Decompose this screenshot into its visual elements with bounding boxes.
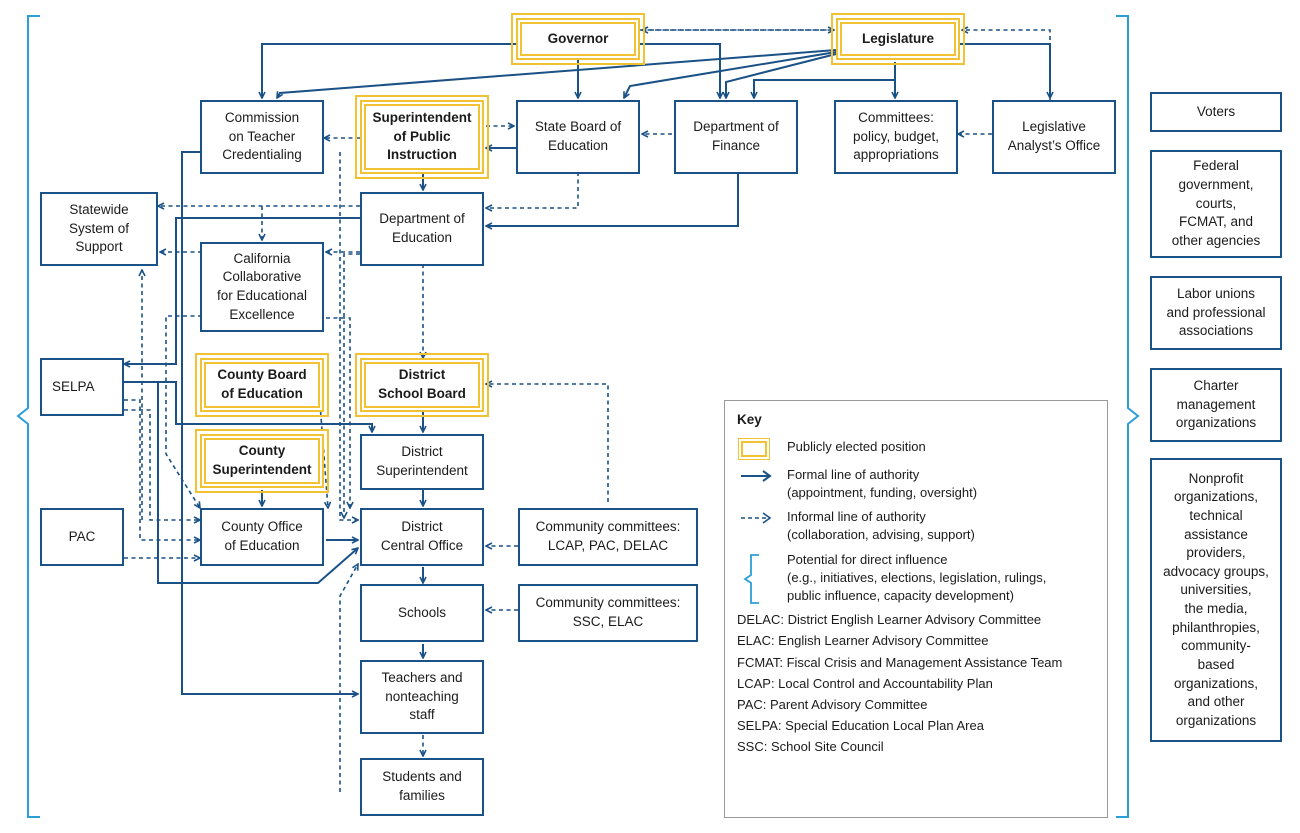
students-box: Students and families	[360, 758, 484, 816]
legend-formal-label: Formal line of authority (appointment, f…	[787, 466, 978, 501]
elected-swatch-icon	[738, 437, 770, 460]
lao-box: Legislative Analyst’s Office	[992, 100, 1116, 174]
abbreviation-item: LCAP: Local Control and Accountability P…	[737, 675, 993, 691]
statewide-box: Statewide System of Support	[40, 192, 158, 266]
district-superintendent-box: District Superintendent	[360, 434, 484, 490]
abbreviation-item: ELAC: English Learner Advisory Committee	[737, 633, 989, 649]
community-committees-ssc-box: Community committees: SSC, ELAC	[518, 584, 698, 642]
legend-elected: Publicly elected position	[737, 437, 1095, 460]
governor-box: Governor	[511, 13, 645, 65]
legend-influence: Potential for direct influence (e.g., in…	[737, 551, 1095, 606]
abbreviation-list: DELAC: District English Learner Advisory…	[737, 611, 1095, 756]
committees-box: Committees: policy, budget, appropriatio…	[834, 100, 958, 174]
county-superintendent-box: County Superintendent	[195, 429, 329, 493]
legislature-box: Legislature	[831, 13, 965, 65]
county-board-box: County Board of Education	[195, 353, 329, 417]
legend-informal: Informal line of authority (collaboratio…	[737, 508, 1095, 544]
abbreviation-item: SSC: School Site Council	[737, 739, 884, 755]
state-board-box: State Board of Education	[516, 100, 640, 174]
superintendent-box: Superintendent of Public Instruction	[355, 95, 489, 179]
dept-finance-box: Department of Finance	[674, 100, 798, 174]
county-office-box: County Office of Education	[200, 508, 324, 566]
ccee-box: California Collaborative for Educational…	[200, 242, 324, 332]
informal-lines	[124, 30, 1051, 792]
influence-bracket-icon	[743, 553, 759, 604]
district-board-box: District School Board	[355, 353, 489, 417]
legend-formal: Formal line of authority (appointment, f…	[737, 466, 1095, 502]
district-central-box: District Central Office	[360, 508, 484, 566]
teachers-box: Teachers and nonteaching staff	[360, 660, 484, 734]
schools-box: Schools	[360, 584, 484, 642]
commission-box: Commission on Teacher Credentialing	[200, 100, 324, 174]
formal-lines	[124, 43, 1050, 694]
legend-influence-label: Potential for direct influence (e.g., in…	[787, 551, 1047, 604]
influence-brackets	[16, 15, 1140, 818]
informal-arrow-icon	[741, 512, 772, 524]
abbreviation-item: FCMAT: Fiscal Crisis and Management Assi…	[737, 654, 1063, 670]
voters-box: Voters	[1150, 92, 1282, 132]
selpa-box: SELPA	[40, 358, 124, 416]
legend-title: Key	[737, 412, 762, 427]
formal-arrow-icon	[741, 470, 772, 482]
abbreviation-item: SELPA: Special Education Local Plan Area	[737, 718, 984, 734]
community-committees-lcap-box: Community committees: LCAP, PAC, DELAC	[518, 508, 698, 566]
federal-box: Federal government, courts, FCMAT, and o…	[1150, 150, 1282, 258]
labor-box: Labor unions and professional associatio…	[1150, 276, 1282, 350]
abbreviation-item: DELAC: District English Learner Advisory…	[737, 612, 1042, 628]
nonprofit-box: Nonprofit organizations, technical assis…	[1150, 458, 1282, 742]
dept-education-box: Department of Education	[360, 192, 484, 266]
legend-elected-label: Publicly elected position	[787, 438, 926, 454]
legend-informal-label: Informal line of authority (collaboratio…	[787, 509, 975, 543]
charter-box: Charter management organizations	[1150, 368, 1282, 442]
pac-box: PAC	[40, 508, 124, 566]
abbreviation-item: PAC: Parent Advisory Committee	[737, 696, 928, 712]
legend: Key Publicly elected position Formal lin…	[724, 400, 1108, 818]
